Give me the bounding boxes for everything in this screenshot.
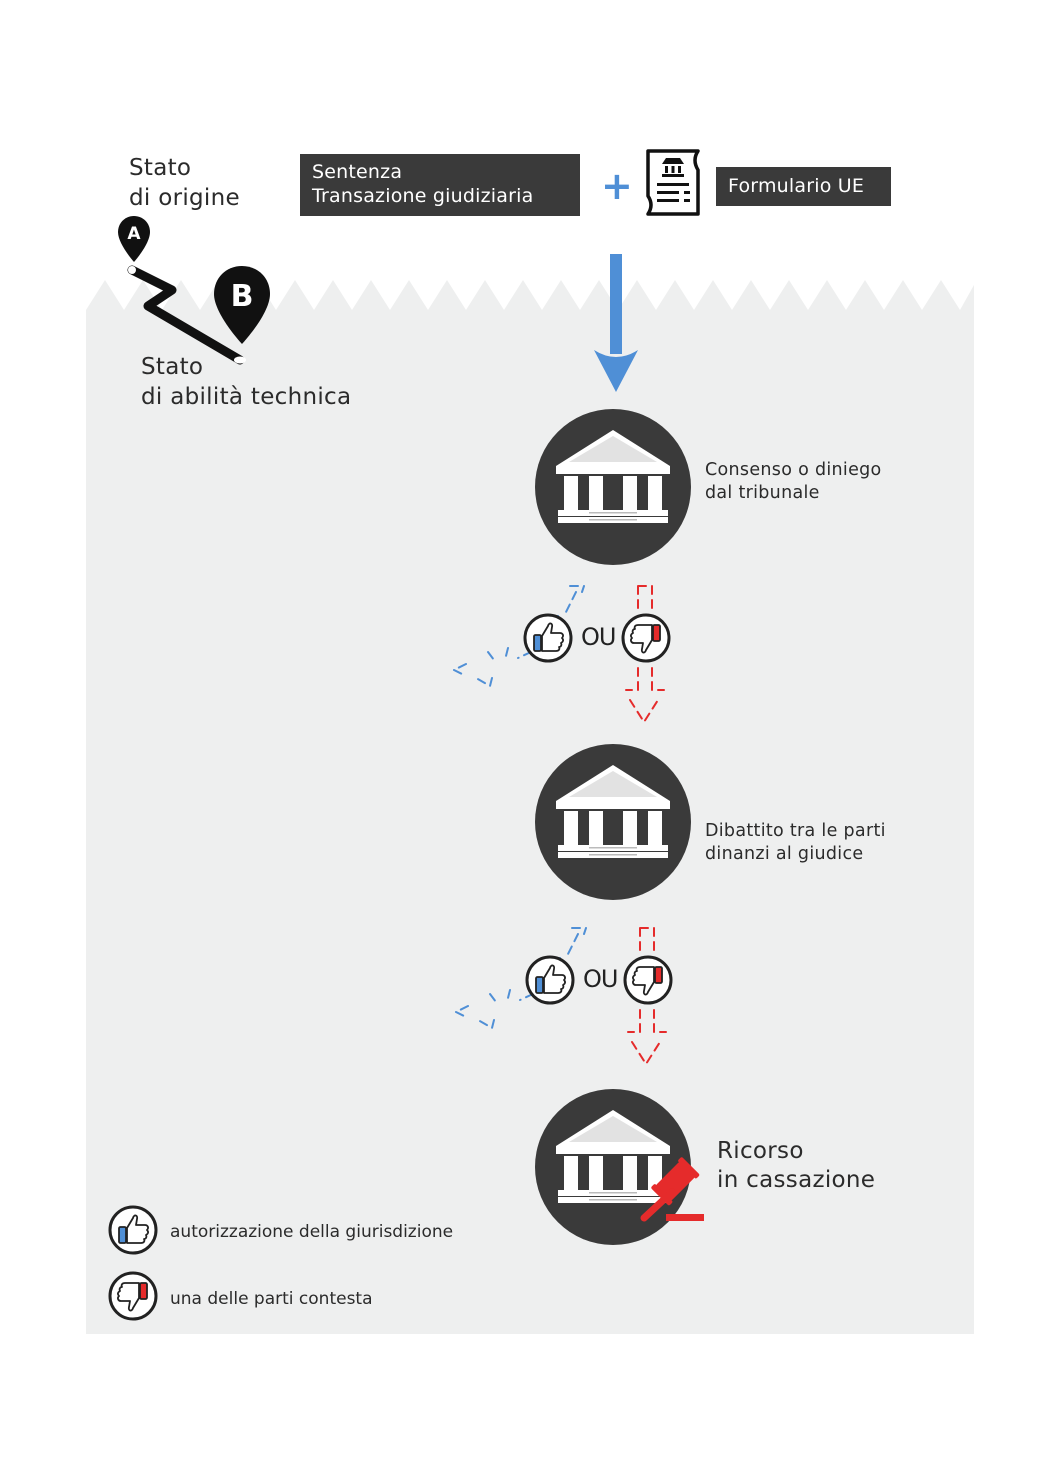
step-2-label: Dibattito tra le parti dinanzi al giudic… <box>705 821 886 864</box>
thumbs-down-icon <box>623 955 673 1005</box>
thumbs-down-icon <box>108 1271 158 1321</box>
gavel-icon <box>640 1157 704 1222</box>
arrow-down-icon <box>594 254 638 392</box>
court-building-icon <box>535 744 691 900</box>
marker-b-label: B <box>231 279 254 314</box>
eu-form-box: Formulario UE <box>716 167 891 206</box>
step-1-label: Consenso o diniego dal tribunale <box>705 460 882 503</box>
contest-path-arrow <box>627 927 667 1066</box>
origin-state-label: Stato di origine <box>129 155 240 211</box>
plus-sign: + <box>601 164 633 208</box>
document-form-icon <box>646 149 700 216</box>
thumbs-down-icon <box>621 613 671 663</box>
thumbs-up-icon <box>108 1205 158 1255</box>
thumbs-up-icon <box>523 613 573 663</box>
legend-approve-label: autorizzazione della giurisdizione <box>170 1222 454 1242</box>
map-pin-icon: A <box>118 216 150 262</box>
or-word: OU <box>581 623 616 651</box>
route-path-icon <box>127 265 246 365</box>
judgment-box: Sentenza Transazione giudiziaria <box>300 154 580 216</box>
contest-path-arrow <box>625 585 665 724</box>
map-pin-icon: B <box>214 266 270 344</box>
court-building-icon <box>535 409 691 565</box>
legend-contest-label: una delle parti contesta <box>170 1289 373 1309</box>
marker-a-label: A <box>127 224 141 244</box>
target-state-label: Stato di abilità technica <box>141 354 352 410</box>
thumbs-up-icon <box>525 955 575 1005</box>
step-3-label: Ricorso in cassazione <box>717 1138 876 1193</box>
or-word: OU <box>583 965 618 993</box>
